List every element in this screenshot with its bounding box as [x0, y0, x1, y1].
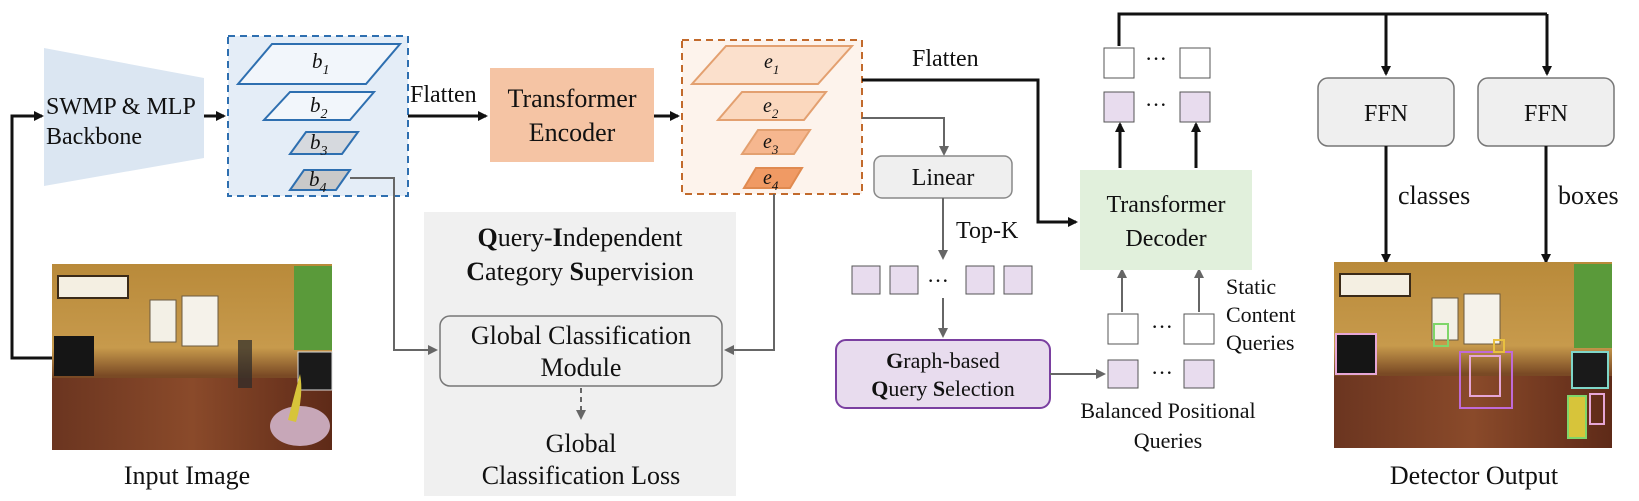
decoder-out-query-1 [1103, 91, 1135, 123]
gqs-label-line2: Query Selection [871, 376, 1015, 401]
positional-query-2 [1183, 359, 1215, 389]
e1-feature-map [689, 45, 855, 85]
backbone-block [44, 48, 204, 186]
input-caption: Input Image [124, 461, 250, 490]
decoder-out-query-2 [1179, 91, 1211, 123]
transformer-encoder [490, 68, 654, 162]
gqs-label-line1: Graph-based [886, 348, 1000, 373]
b2-feature-map [261, 91, 377, 121]
static-queries-line2: Content [1226, 302, 1296, 327]
flatten-arrow-2 [862, 78, 1078, 227]
gcl-label-line2: Classification Loss [482, 461, 681, 490]
classes-label: classes [1398, 181, 1470, 210]
detector-output-image [1334, 262, 1612, 448]
e3-feature-map [740, 129, 812, 155]
backbone-label-line1: SWMP & MLP [46, 94, 196, 120]
qics-title-line1: Query-Independent [477, 223, 683, 252]
e4-feature-map [742, 167, 804, 189]
topk-query-1 [851, 265, 881, 295]
qics-title-line2: Category Supervision [466, 257, 693, 286]
e2-feature-map [715, 91, 829, 121]
b4-to-gcm-arrow [350, 177, 438, 355]
encoder-label-line1: Transformer [507, 84, 636, 113]
input-image [52, 264, 333, 450]
b1-feature-map [235, 43, 403, 85]
e4-to-gcm-arrow [724, 194, 775, 355]
balanced-queries-line2: Queries [1134, 428, 1202, 453]
backbone-label-line2: Backbone [46, 124, 142, 150]
b2-label: b2 [310, 93, 328, 122]
e1-label: e1 [764, 51, 779, 77]
topk-label: Top-K [956, 218, 1019, 244]
b1-label: b1 [312, 49, 330, 78]
output-embedding-2 [1179, 47, 1211, 79]
static-queries-line1: Static [1226, 274, 1276, 299]
gcm-label-line1: Global Classification [471, 321, 691, 350]
content-query-2 [1183, 313, 1215, 345]
input-to-backbone-arrow [10, 111, 52, 360]
ffn-label-2: FFN [1524, 101, 1568, 127]
flatten-label-2: Flatten [912, 46, 979, 72]
global-classification-module [439, 315, 723, 387]
balanced-queries-line1: Balanced Positional [1080, 398, 1255, 423]
content-query-1 [1107, 313, 1139, 345]
ffn-label-1: FFN [1364, 101, 1408, 127]
decoder-out-ellipsis-2: ··· [1145, 46, 1167, 71]
e3-label: e3 [763, 131, 779, 157]
content-ellipsis: ··· [1151, 314, 1173, 339]
transformer-decoder [1080, 170, 1252, 270]
static-queries-line3: Queries [1226, 330, 1294, 355]
topk-query-2 [889, 265, 919, 295]
decoder-label-line2: Decoder [1125, 226, 1206, 252]
linear-label: Linear [912, 165, 975, 191]
gcl-label-line1: Global [546, 429, 617, 458]
positional-query-1 [1107, 359, 1139, 389]
e-to-linear-arrow [862, 117, 949, 156]
decoder-out-ellipsis-1: ··· [1145, 92, 1167, 117]
e4-label: e4 [763, 167, 779, 193]
boxes-label: boxes [1558, 181, 1619, 210]
gcm-label-line2: Module [541, 353, 622, 382]
flatten-label-1: Flatten [410, 82, 477, 108]
topk-query-3 [965, 265, 995, 295]
b3-label: b3 [310, 130, 328, 159]
b4-label: b4 [309, 167, 327, 196]
output-caption: Detector Output [1390, 461, 1559, 490]
topk-query-4 [1003, 265, 1033, 295]
positional-ellipsis: ··· [1151, 360, 1173, 385]
topk-ellipsis: ··· [927, 268, 949, 293]
e2-label: e2 [763, 95, 779, 121]
b4-feature-map [288, 169, 352, 191]
output-bus [1117, 12, 1547, 46]
decoder-label-line1: Transformer [1106, 192, 1225, 218]
b3-feature-map [288, 131, 360, 155]
encoder-label-line2: Encoder [529, 118, 616, 147]
output-embedding-1 [1103, 47, 1135, 79]
